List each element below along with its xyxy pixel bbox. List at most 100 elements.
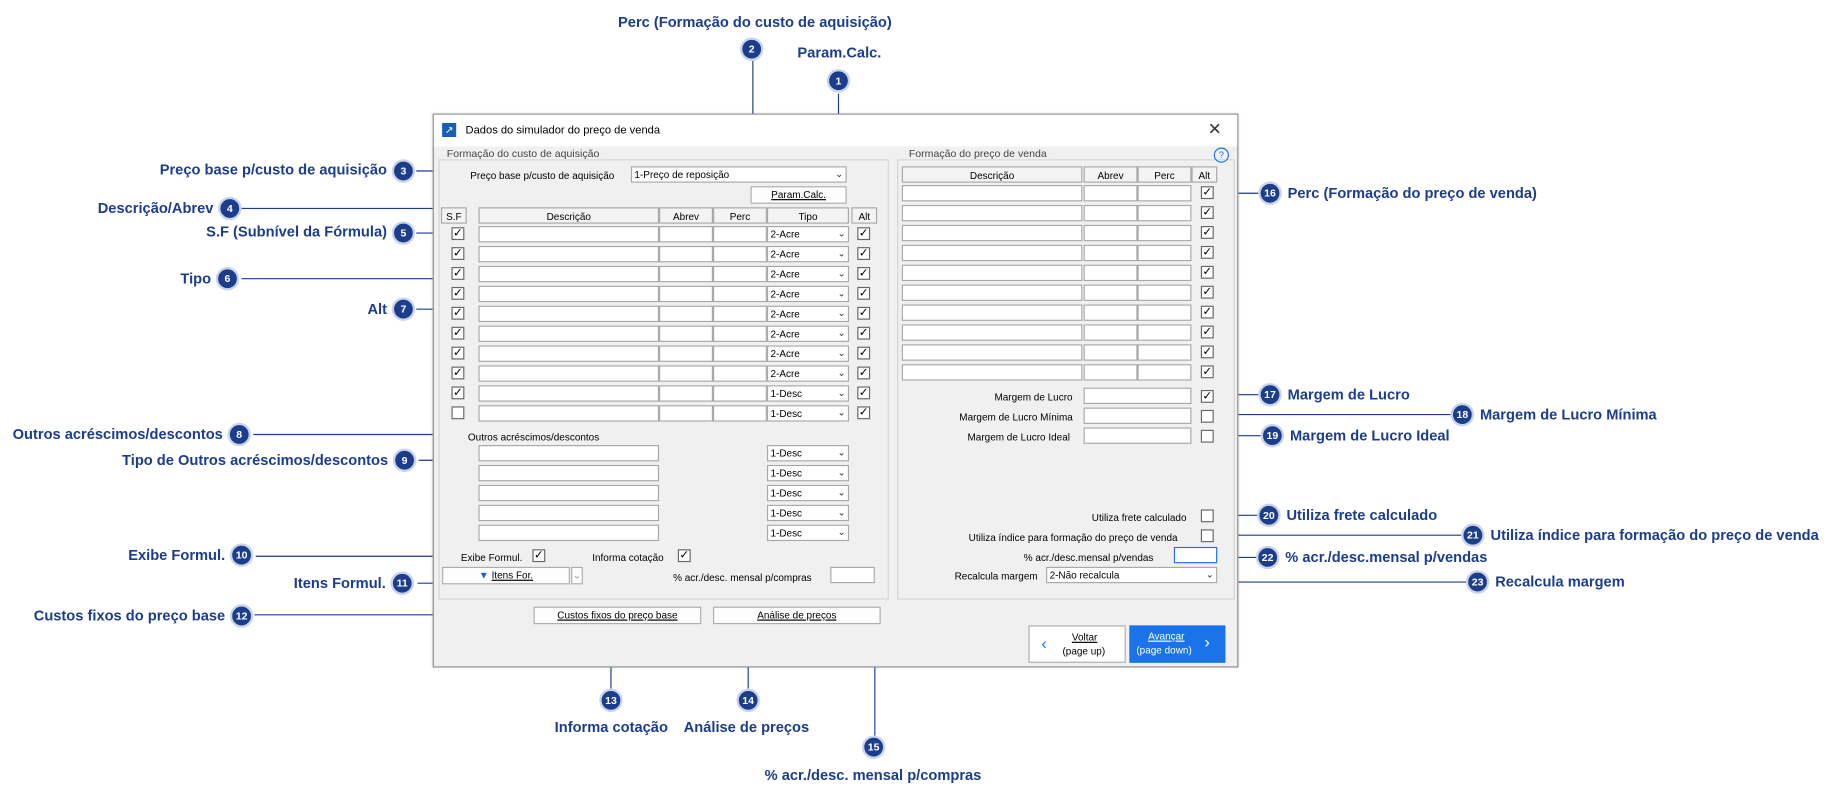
margem-ideal-checkbox[interactable]	[1200, 429, 1214, 443]
venda-alt-checkbox[interactable]: ✓	[1200, 285, 1214, 299]
sf-checkbox[interactable]: ✓	[451, 227, 465, 241]
margem-lucro-checkbox[interactable]: ✓	[1200, 389, 1214, 403]
descricao-input[interactable]	[478, 305, 660, 323]
descricao-input[interactable]	[478, 405, 660, 422]
itens-for-dropdown[interactable]: ⌄	[571, 566, 583, 585]
venda-abrev-input[interactable]	[1083, 284, 1138, 301]
descricao-input[interactable]	[478, 265, 660, 283]
outros-tipo-select[interactable]: 1-Desc⌄	[766, 484, 850, 502]
descricao-input[interactable]	[478, 285, 660, 303]
outros-tipo-select[interactable]: 1-Desc⌄	[766, 464, 850, 482]
abrev-input[interactable]	[659, 226, 714, 243]
descricao-input[interactable]	[478, 226, 660, 243]
alt-checkbox[interactable]: ✓	[857, 406, 871, 420]
alt-checkbox[interactable]: ✓	[857, 386, 871, 400]
abrev-input[interactable]	[659, 405, 714, 422]
outros-descricao-input[interactable]	[478, 464, 660, 482]
perc-input[interactable]	[713, 385, 767, 402]
alt-checkbox[interactable]: ✓	[857, 227, 871, 241]
venda-alt-checkbox[interactable]: ✓	[1200, 265, 1214, 279]
tipo-select[interactable]: 2-Acre⌄	[766, 345, 850, 362]
margem-lucro-input[interactable]	[1083, 387, 1192, 405]
venda-descricao-input[interactable]	[901, 364, 1083, 381]
perc-input[interactable]	[713, 345, 767, 362]
alt-checkbox[interactable]: ✓	[857, 267, 871, 280]
descricao-input[interactable]	[478, 345, 660, 362]
perc-input[interactable]	[713, 245, 767, 263]
abrev-input[interactable]	[659, 385, 714, 402]
venda-abrev-input[interactable]	[1083, 364, 1138, 381]
tipo-select[interactable]: 2-Acre⌄	[766, 265, 850, 283]
venda-alt-checkbox[interactable]: ✓	[1200, 325, 1214, 339]
itens-for-button[interactable]: ▼ Itens For.	[442, 566, 570, 585]
outros-tipo-select[interactable]: 1-Desc⌄	[766, 524, 850, 542]
descricao-input[interactable]	[478, 245, 660, 263]
sf-checkbox[interactable]: ✓	[451, 306, 465, 320]
venda-abrev-input[interactable]	[1083, 324, 1138, 341]
alt-checkbox[interactable]: ✓	[857, 286, 871, 300]
alt-checkbox[interactable]: ✓	[857, 247, 871, 260]
venda-alt-checkbox[interactable]: ✓	[1200, 186, 1214, 200]
recalcula-select[interactable]: 2-Não recalcula⌄	[1046, 566, 1218, 584]
param-calc-button[interactable]: Param.Calc.	[750, 186, 847, 204]
descricao-input[interactable]	[478, 385, 660, 402]
venda-perc-input[interactable]	[1137, 364, 1192, 381]
venda-perc-input[interactable]	[1137, 284, 1192, 301]
descricao-input[interactable]	[478, 325, 660, 342]
abrev-input[interactable]	[659, 285, 714, 303]
abrev-input[interactable]	[659, 325, 714, 342]
perc-input[interactable]	[713, 405, 767, 422]
custos-fixos-button[interactable]: Custos fixos do preço base	[533, 606, 702, 625]
tipo-select[interactable]: 2-Acre⌄	[766, 226, 850, 243]
perc-input[interactable]	[713, 325, 767, 342]
sf-checkbox[interactable]: ✓	[451, 386, 465, 400]
venda-alt-checkbox[interactable]: ✓	[1200, 305, 1214, 319]
abrev-input[interactable]	[659, 265, 714, 283]
venda-perc-input[interactable]	[1137, 344, 1192, 361]
analise-precos-button[interactable]: Análise de preços	[713, 606, 881, 625]
venda-descricao-input[interactable]	[901, 284, 1083, 301]
margem-minima-input[interactable]	[1083, 407, 1192, 424]
venda-alt-checkbox[interactable]: ✓	[1200, 365, 1214, 379]
acr-vendas-input[interactable]	[1173, 546, 1218, 564]
venda-perc-input[interactable]	[1137, 204, 1192, 222]
venda-abrev-input[interactable]	[1083, 204, 1138, 222]
venda-perc-input[interactable]	[1137, 224, 1192, 242]
tipo-select[interactable]: 2-Acre⌄	[766, 325, 850, 342]
sf-checkbox[interactable]: ✓	[451, 366, 465, 380]
venda-perc-input[interactable]	[1137, 324, 1192, 341]
tipo-select[interactable]: 2-Acre⌄	[766, 245, 850, 263]
frete-checkbox[interactable]	[1200, 509, 1214, 523]
venda-perc-input[interactable]	[1137, 304, 1192, 321]
venda-abrev-input[interactable]	[1083, 304, 1138, 321]
venda-alt-checkbox[interactable]: ✓	[1200, 345, 1214, 359]
close-icon[interactable]: ✕	[1207, 119, 1222, 139]
venda-descricao-input[interactable]	[901, 264, 1083, 282]
venda-perc-input[interactable]	[1137, 185, 1192, 202]
tipo-select[interactable]: 2-Acre⌄	[766, 285, 850, 303]
alt-checkbox[interactable]: ✓	[857, 366, 871, 380]
exibe-formul-checkbox[interactable]: ✓	[532, 549, 546, 563]
acr-compras-input[interactable]	[830, 566, 875, 584]
venda-abrev-input[interactable]	[1083, 244, 1138, 262]
venda-perc-input[interactable]	[1137, 264, 1192, 282]
help-icon[interactable]: ?	[1213, 147, 1229, 163]
alt-checkbox[interactable]: ✓	[857, 306, 871, 320]
venda-abrev-input[interactable]	[1083, 264, 1138, 282]
margem-ideal-input[interactable]	[1083, 427, 1192, 444]
venda-descricao-input[interactable]	[901, 224, 1083, 242]
venda-descricao-input[interactable]	[901, 244, 1083, 262]
venda-descricao-input[interactable]	[901, 324, 1083, 341]
sf-checkbox[interactable]: ✓	[451, 326, 465, 340]
venda-descricao-input[interactable]	[901, 304, 1083, 321]
sf-checkbox[interactable]: ✓	[451, 247, 465, 260]
venda-descricao-input[interactable]	[901, 204, 1083, 222]
perc-input[interactable]	[713, 226, 767, 243]
abrev-input[interactable]	[659, 365, 714, 382]
preco-base-select[interactable]: 1-Preço de reposição⌄	[630, 166, 847, 183]
alt-checkbox[interactable]: ✓	[857, 346, 871, 360]
descricao-input[interactable]	[478, 365, 660, 382]
tipo-select[interactable]: 1-Desc⌄	[766, 385, 850, 402]
tipo-select[interactable]: 1-Desc⌄	[766, 405, 850, 422]
venda-perc-input[interactable]	[1137, 244, 1192, 262]
